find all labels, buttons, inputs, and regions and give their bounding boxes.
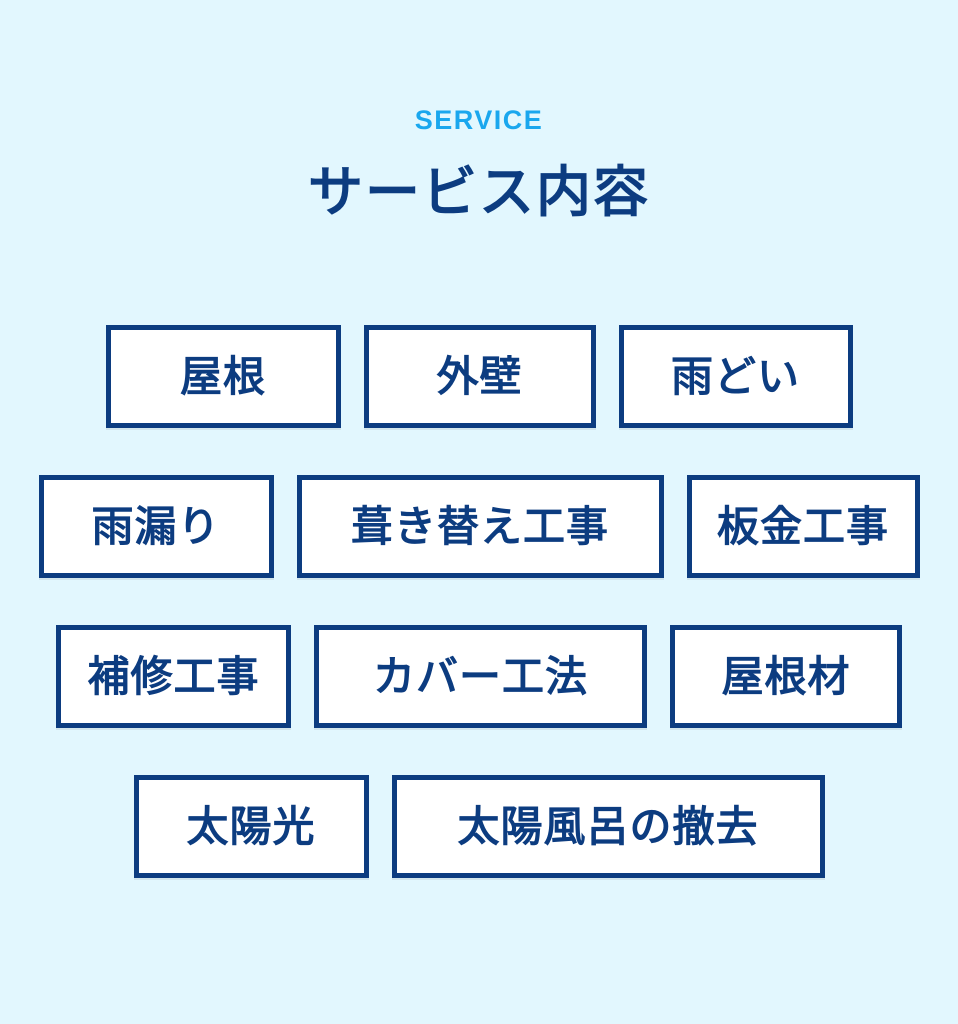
service-tag-label: 葺き替え工事 (350, 502, 609, 550)
page-title: サービス内容 (307, 161, 650, 223)
service-tag-yane[interactable]: 屋根 (105, 325, 341, 428)
service-tag-label: 太陽光 (186, 802, 316, 850)
service-tag-amadoi[interactable]: 雨どい (618, 325, 853, 428)
service-tag-taiyoukou[interactable]: 太陽光 (133, 775, 369, 878)
service-tag-label: 屋根材 (721, 652, 851, 700)
service-tag-hoshuu-kouji[interactable]: 補修工事 (56, 625, 291, 728)
service-tag-label: 屋根 (179, 352, 266, 400)
service-tag-grid: 屋根 外壁 雨どい 雨漏り 葺き替え工事 板金工事 補修工事 (0, 325, 958, 878)
service-tag-taiyoufuro-tekkyo[interactable]: 太陽風呂の撤去 (391, 775, 825, 878)
service-tag-label: 雨どい (670, 352, 800, 400)
service-tag-fukikae-kouji[interactable]: 葺き替え工事 (296, 475, 664, 578)
service-tag-label: カバー工法 (372, 652, 588, 700)
service-tag-row-2: 雨漏り 葺き替え工事 板金工事 (0, 475, 958, 578)
service-tag-row-3: 補修工事 カバー工法 屋根材 (0, 625, 958, 728)
service-tag-gaiheki[interactable]: 外壁 (363, 325, 596, 428)
service-tag-yanezai[interactable]: 屋根材 (670, 625, 902, 728)
service-tag-cover-kouhou[interactable]: カバー工法 (314, 625, 647, 728)
service-tag-label: 太陽風呂の撤去 (457, 802, 759, 850)
service-tag-row-1: 屋根 外壁 雨どい (0, 325, 958, 428)
service-tag-label: 雨漏り (91, 502, 221, 550)
service-tag-label: 板金工事 (716, 502, 889, 550)
section-header: SERVICE サービス内容 (0, 0, 958, 220)
service-tag-label: 外壁 (436, 352, 523, 400)
service-tag-bankin-kouji[interactable]: 板金工事 (686, 475, 920, 578)
service-tag-label: 補修工事 (87, 652, 260, 700)
service-tag-row-4: 太陽光 太陽風呂の撤去 (0, 775, 958, 878)
section-eyebrow: SERVICE (414, 105, 544, 135)
service-tag-amamori[interactable]: 雨漏り (38, 475, 274, 578)
